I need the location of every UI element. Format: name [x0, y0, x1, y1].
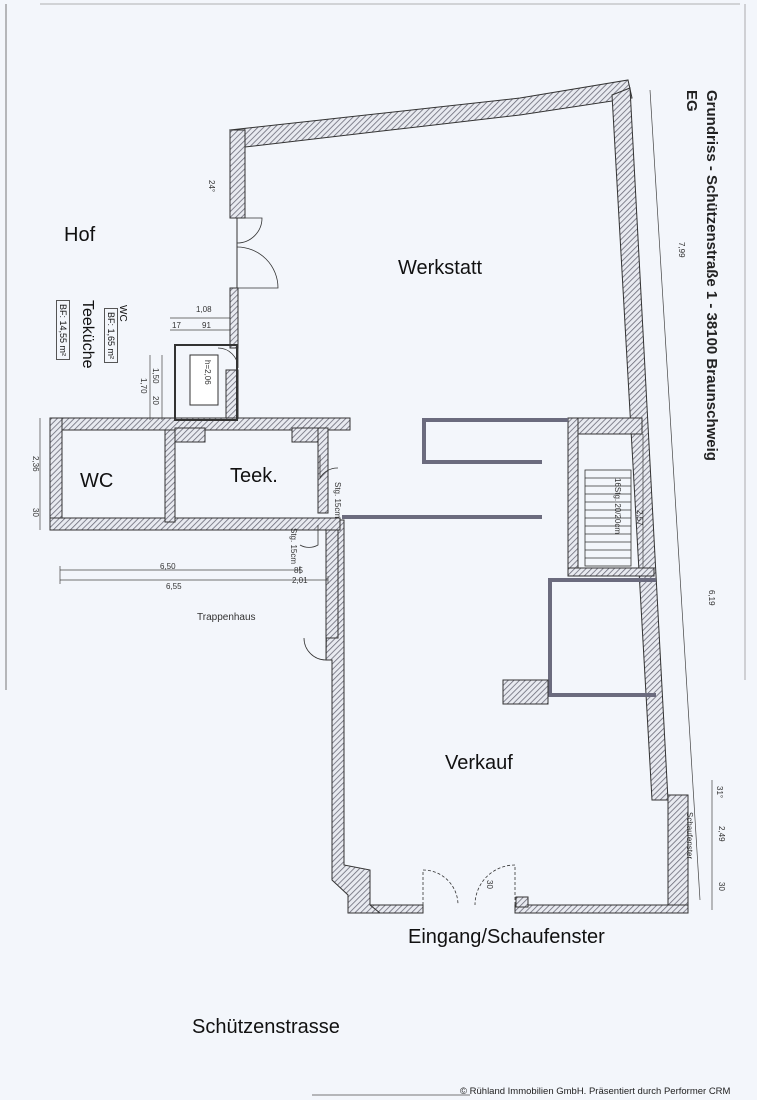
door-entrance-swing-1: [422, 869, 459, 906]
door-entrance-swing-2: [474, 864, 516, 906]
dim-31deg: 31°: [715, 786, 724, 799]
wall-stair-left: [567, 417, 579, 577]
dim-85: 85: [294, 566, 303, 575]
wall-left-verkauf: [325, 519, 382, 914]
entrance-label: Eingang/Schaufenster: [408, 926, 605, 948]
copyright-notice: © Rühland Immobilien GmbH. Präsentiert d…: [460, 1086, 731, 1097]
wall-stair-bottom: [567, 567, 655, 577]
dim-h206: h=2,06: [203, 360, 212, 385]
plan-title-line1: Grundriss - Schützenstraße 1 - 38100 Bra…: [703, 90, 720, 461]
door-shaft-swing: [217, 347, 239, 369]
partition-lines: [342, 418, 656, 697]
pillar-verkauf: [502, 679, 549, 705]
dim-257: 2,57: [635, 510, 644, 526]
shaft-inner: [189, 354, 219, 406]
dim-91: 91: [202, 321, 211, 330]
dim-20: 20: [151, 396, 160, 405]
room-hof-label: Hof: [64, 224, 96, 246]
dim-650: 6,50: [160, 562, 176, 571]
area-box-wc-area: BF: 1,65 m²: [104, 308, 118, 364]
wall-top: [228, 79, 633, 148]
plan-title: Grundriss - Schützenstraße 1 - 38100 Bra…: [703, 90, 720, 461]
door-stg-swing: [299, 525, 319, 548]
wall-wc-bottom: [49, 517, 341, 531]
wall-left-middle: [229, 287, 239, 349]
dim-201: 2,01: [292, 576, 308, 585]
dimension-lines: [39, 89, 713, 910]
dim-30b: 30: [717, 882, 726, 891]
room-werkstatt-label: Werkstatt: [398, 257, 483, 279]
plan-subtitle: EG: [683, 90, 700, 112]
shaft: [174, 344, 238, 421]
dim-799: 7,99: [677, 242, 686, 258]
dim-655: 6,55: [166, 582, 182, 591]
street-label: Schützenstrasse: [192, 1016, 340, 1038]
dim-stg1: Stg. 15cm: [333, 482, 342, 519]
wall-left-upper: [229, 129, 246, 219]
area-box-tk-title: Teeküche: [79, 300, 96, 369]
area-box-wc: WC: [117, 305, 128, 322]
door-hof-swing-2: [236, 246, 279, 289]
room-trappenhaus-label: Trappenhaus: [197, 612, 256, 623]
door-teek-swing: [319, 455, 339, 480]
dim-108: 1,08: [196, 305, 212, 314]
schaufenster-label: Schaufenster: [685, 812, 694, 860]
dim-30a: 30: [31, 508, 40, 517]
dim-17: 17: [172, 321, 181, 330]
door-hof-swing-1: [236, 217, 263, 244]
area-box-tk-area: BF: 14,55 m²: [56, 300, 70, 361]
dim-619: 6,19: [707, 590, 716, 606]
room-verkauf-label: Verkauf: [445, 752, 513, 774]
wall-tk-right: [317, 427, 329, 514]
dim-door30: 30: [485, 880, 494, 889]
wall-stair-top: [567, 417, 643, 435]
area-box-wc-title: WC: [117, 305, 128, 322]
wall-tk-notch: [291, 427, 321, 443]
dim-170: 1,70: [139, 378, 148, 394]
stair-steps: [584, 469, 632, 567]
wall-wc-notch: [174, 427, 206, 443]
door-trappenhaus-swing: [303, 637, 327, 661]
wall-wc-divider: [164, 429, 176, 523]
dim-stair: 16Stg. 20/20cm: [613, 478, 622, 535]
wall-front-right: [514, 904, 689, 914]
wall-wc-left: [49, 417, 63, 531]
dim-236: 2,36: [31, 456, 40, 472]
dim-150: 1,50: [151, 368, 160, 384]
pillar-front: [515, 896, 529, 908]
dim-stg2: Stg. 15cm: [289, 528, 298, 565]
room-teekueche-label: Teek.: [230, 465, 278, 487]
dim-24deg: 24°: [207, 180, 216, 193]
room-wc-label: WC: [80, 470, 114, 492]
dim-249: 2,49: [717, 826, 726, 842]
